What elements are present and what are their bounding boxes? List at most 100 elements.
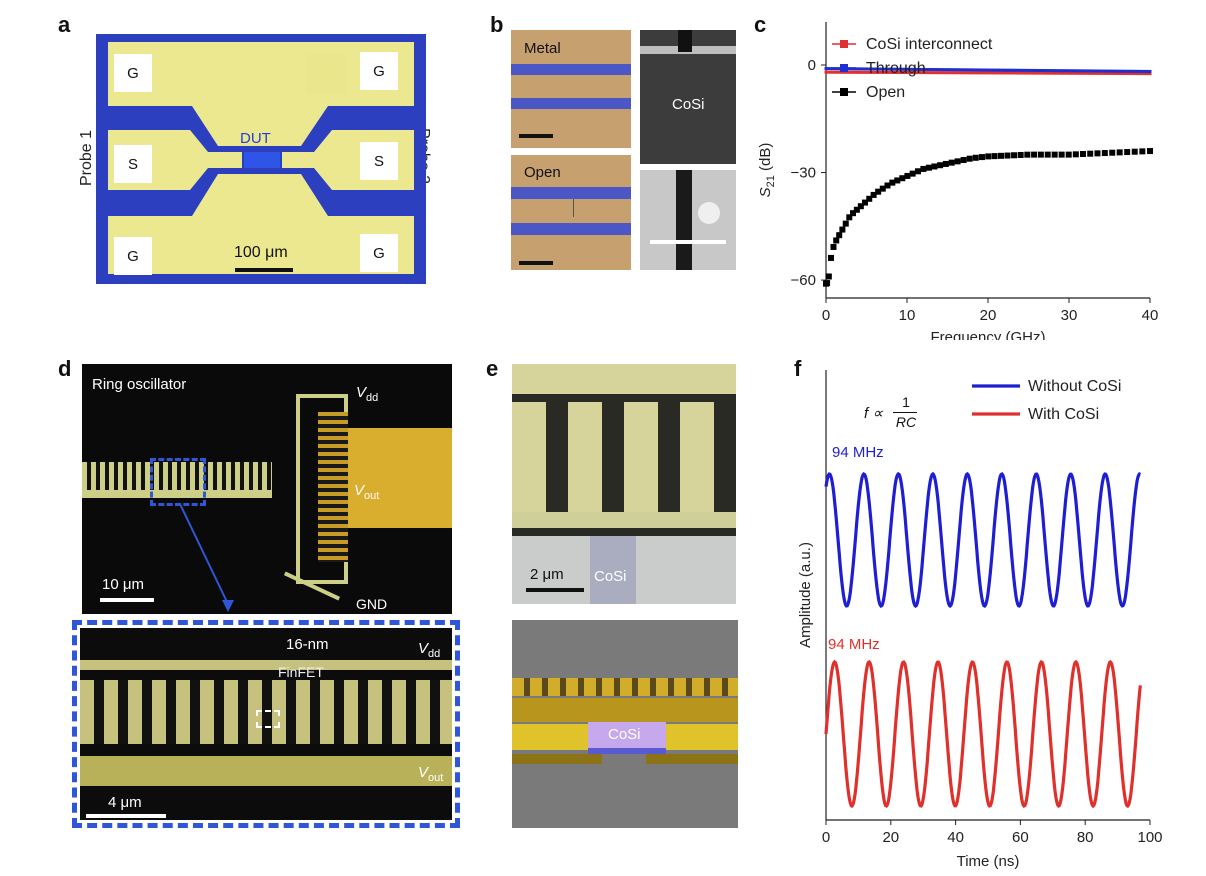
- c-through-point: [1038, 68, 1042, 72]
- c-through-point: [880, 67, 884, 71]
- formula-numerator: 1: [902, 394, 910, 410]
- c-through-point: [864, 67, 868, 71]
- c-open-point: [909, 170, 916, 177]
- c-legend-label: Open: [866, 84, 905, 101]
- c-through-point: [920, 67, 924, 71]
- c-cosi-point: [920, 71, 924, 75]
- c-cosi-point: [927, 71, 931, 75]
- metal-label: Metal: [524, 40, 561, 57]
- c-through-point: [1027, 68, 1031, 72]
- c-through-point: [936, 68, 940, 72]
- dut-label: DUT: [240, 130, 271, 147]
- c-through-point: [1127, 69, 1131, 73]
- finfet-cells: [80, 680, 452, 744]
- c-through-point: [1069, 69, 1073, 73]
- c-cosi-point: [936, 71, 940, 75]
- c-y-label-main: S: [757, 187, 774, 197]
- c-through-point: [1134, 69, 1138, 73]
- c-through-point: [896, 67, 900, 71]
- c-open-point: [1044, 151, 1051, 158]
- c-cosi-point: [873, 70, 877, 74]
- c-cosi-point: [1101, 71, 1105, 75]
- c-y-tick-label: −30: [791, 165, 816, 182]
- c-through-point: [1078, 69, 1082, 73]
- vdd-bottom-main: V: [418, 640, 429, 657]
- zoom-region-box: [150, 458, 206, 506]
- c-cosi-point: [922, 71, 926, 75]
- c-open-point: [960, 157, 967, 164]
- c-cosi-point: [924, 71, 928, 75]
- c-through-point: [1104, 69, 1108, 73]
- c-open-point: [875, 188, 882, 195]
- c-cosi-point: [838, 70, 842, 74]
- c-y-label-sub: 21: [765, 175, 777, 187]
- finfet-label: FinFET: [278, 664, 324, 680]
- c-through-point: [861, 67, 865, 71]
- c-cosi-point: [962, 71, 966, 75]
- vout-bottom-sub: out: [428, 772, 444, 784]
- c-through-point: [850, 67, 854, 71]
- c-cosi-point: [1027, 71, 1031, 75]
- f-x-tick-label: 0: [822, 829, 830, 846]
- c-through-point: [1143, 69, 1147, 73]
- vdd-top-sub: dd: [366, 392, 379, 404]
- c-cosi-point: [917, 71, 921, 75]
- c-through-point: [866, 67, 870, 71]
- c-cosi-point: [1045, 71, 1049, 75]
- c-cosi-point: [854, 70, 858, 74]
- c-through-point: [1094, 69, 1098, 73]
- gnd-label: GND: [356, 596, 388, 612]
- c-through-point: [1141, 69, 1145, 73]
- c-cosi-point: [915, 71, 919, 75]
- c-y-label-unit: (dB): [757, 143, 774, 176]
- c-cosi-point: [875, 70, 879, 74]
- c-cosi-point: [971, 71, 975, 75]
- c-cosi-point: [1136, 72, 1140, 76]
- c-open-point: [828, 254, 835, 261]
- open-line-2: [511, 223, 631, 235]
- c-open-point: [894, 177, 901, 184]
- render-ledge-right: [646, 754, 738, 764]
- f-y-axis-label: Amplitude (a.u.): [797, 542, 814, 648]
- c-through-point: [1064, 69, 1068, 73]
- c-cosi-point: [1008, 71, 1012, 75]
- cosi-label-b: CoSi: [672, 96, 705, 113]
- c-cosi-point: [1097, 71, 1101, 75]
- c-cosi-point: [999, 71, 1003, 75]
- vdd-bottom-sub: dd: [428, 648, 441, 660]
- c-open-point: [884, 182, 891, 189]
- c-through-point: [962, 68, 966, 72]
- top-rail-e: [512, 364, 736, 394]
- c-cosi-point: [1125, 72, 1129, 76]
- c-through-point: [1073, 69, 1077, 73]
- c-cosi-point: [871, 70, 875, 74]
- c-cosi-point: [1141, 72, 1145, 76]
- c-through-point: [1083, 69, 1087, 73]
- c-through-point: [1036, 68, 1040, 72]
- c-cosi-point: [857, 70, 861, 74]
- c-through-point: [1087, 69, 1091, 73]
- c-open-point: [889, 179, 896, 186]
- c-through-point: [854, 67, 858, 71]
- c-through-point: [1048, 69, 1052, 73]
- fingers-e: [512, 402, 736, 512]
- c-through-point: [1010, 68, 1014, 72]
- c-open-point: [978, 154, 985, 161]
- scale-label-a: 100 μm: [234, 244, 288, 261]
- c-cosi-point: [983, 71, 987, 75]
- c-through-point: [943, 68, 947, 72]
- c-through-point: [948, 68, 952, 72]
- c-cosi-point: [973, 71, 977, 75]
- c-through-point: [882, 67, 886, 71]
- c-through-point: [1017, 68, 1021, 72]
- c-cosi-point: [1006, 71, 1010, 75]
- c-cosi-point: [1085, 71, 1089, 75]
- c-through-point: [983, 68, 987, 72]
- c-through-point: [950, 68, 954, 72]
- c-cosi-point: [980, 71, 984, 75]
- vdd-rail: [80, 660, 452, 670]
- c-through-point: [978, 68, 982, 72]
- c-open-point: [1147, 148, 1153, 155]
- panel-letter-d: d: [58, 356, 72, 381]
- c-cosi-point: [899, 71, 903, 75]
